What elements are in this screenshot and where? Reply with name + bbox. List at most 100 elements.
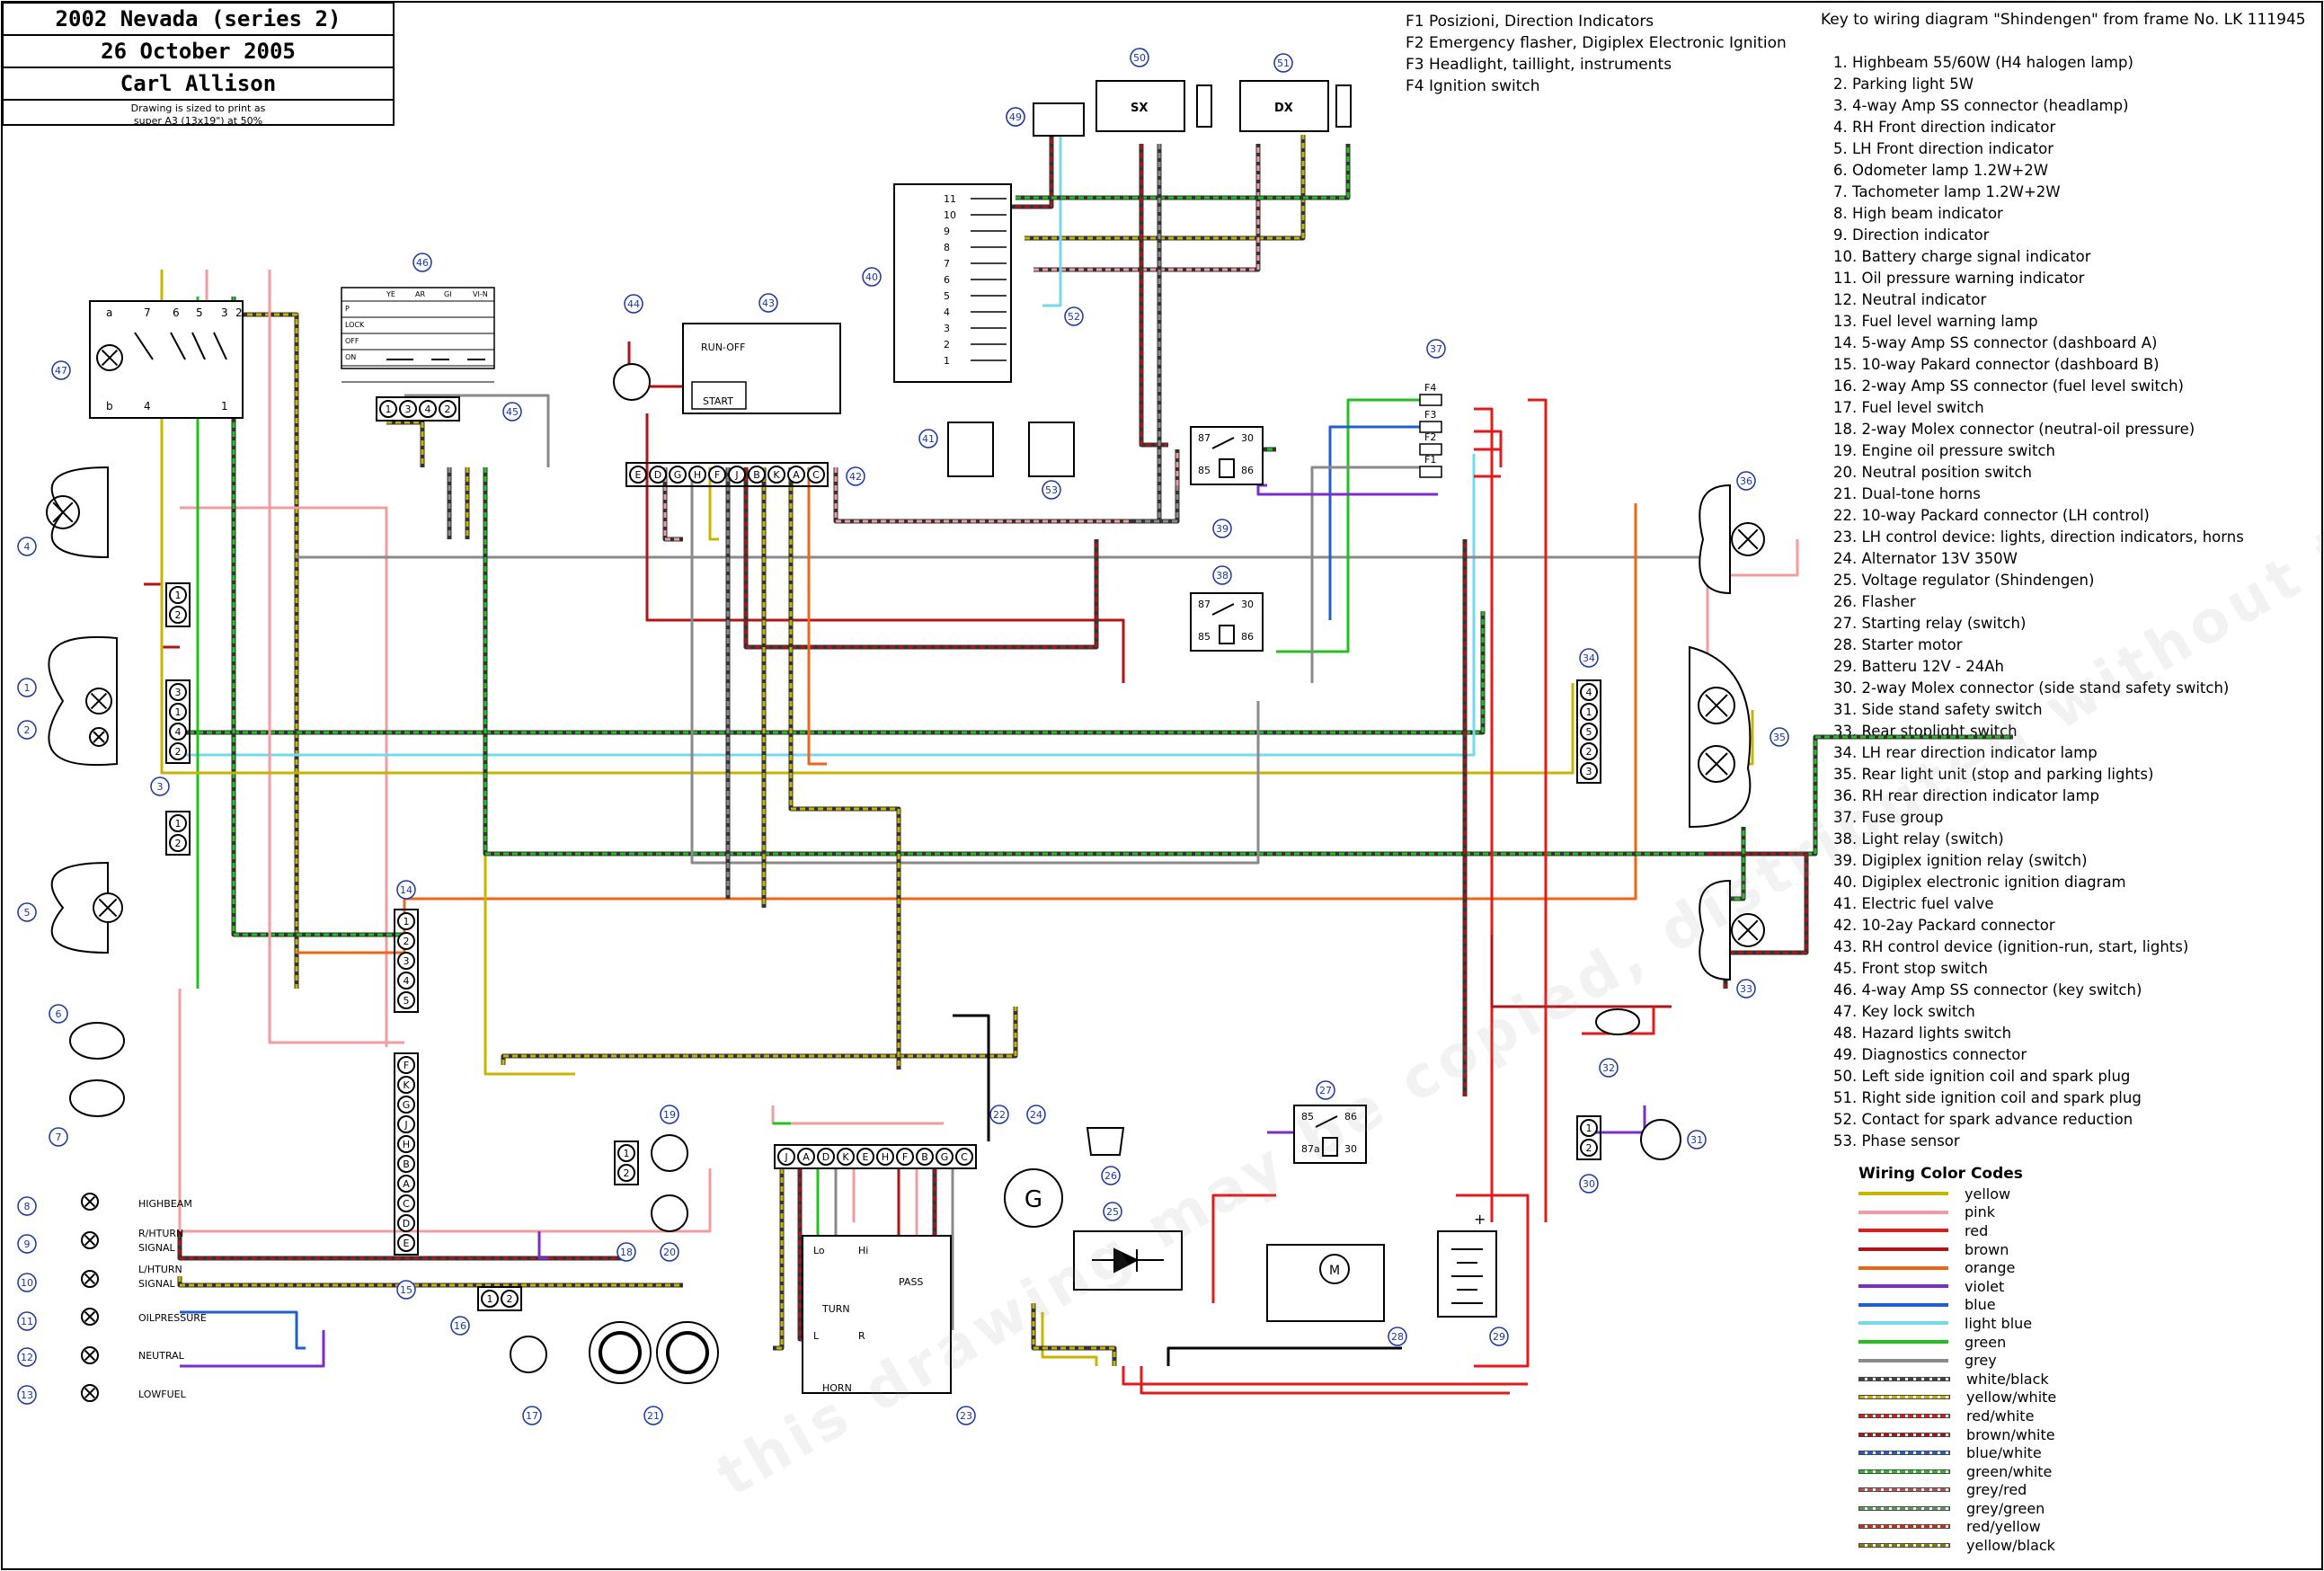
wire: [1033, 144, 1261, 272]
rh-connector-pin: [767, 466, 785, 484]
connector-pin-label: E: [635, 469, 642, 481]
indicator-label: SIGNAL: [138, 1278, 176, 1290]
connector-pin-label: G: [403, 1099, 411, 1111]
legend-swatch: [1858, 1524, 1950, 1530]
number-bubble: [616, 1242, 636, 1262]
wire: [178, 989, 712, 1233]
wire: [180, 1330, 325, 1368]
connector-pin-label: 4: [1586, 687, 1592, 698]
number-bubble-label: 16: [454, 1320, 466, 1332]
wire: [1025, 135, 1305, 240]
rear-connector-pin: [1580, 723, 1598, 741]
ignition-relay-body: [1190, 426, 1264, 485]
fuse-note-2: F2 Emergency flasher, Digiplex Electroni…: [1406, 34, 1787, 52]
number-bubble-label: 18: [620, 1247, 633, 1258]
lh-control-label: TURN: [821, 1303, 850, 1315]
neutral-switch-icon: [651, 1194, 688, 1232]
key-item: 6. Odometer lamp 1.2W+2W: [1833, 162, 2049, 179]
relay-coil: [1219, 458, 1235, 478]
legend-row: blue/white: [1858, 1443, 2056, 1462]
oil-pressure-switch-icon: [651, 1134, 688, 1172]
number-bubble-label: 4: [24, 541, 31, 553]
wire: [232, 297, 404, 936]
wire: [771, 1105, 944, 1125]
lamp-icon: [85, 688, 112, 714]
connector-pin-label: 2: [404, 936, 410, 947]
lh-front-indicator-shell: [50, 861, 109, 954]
dash-b-pin: [397, 1115, 415, 1133]
headlamp-connector-pin: [169, 742, 187, 760]
small-connector-pin: [169, 814, 187, 832]
number-bubble-label: 38: [1216, 570, 1229, 581]
legend-row: grey/red: [1858, 1481, 2056, 1500]
dash-a-pin: [397, 932, 415, 950]
number-bubble: [17, 1347, 37, 1367]
legend-swatch: [1858, 1284, 1948, 1289]
key-lock-terminal-label: 5: [196, 306, 203, 319]
number-bubble-label: 21: [647, 1410, 660, 1422]
wire: [1310, 466, 1420, 683]
key-item: 4. RH Front direction indicator: [1833, 119, 2056, 136]
right-coil-label: DX: [1274, 102, 1293, 115]
wire: [833, 449, 1180, 524]
legend-label: violet: [1965, 1277, 2005, 1295]
wire: [645, 413, 1125, 683]
connector-body: [376, 396, 460, 422]
relay-pin-label: 87: [1198, 432, 1211, 444]
key-lock-terminal-label: 6: [173, 306, 180, 319]
side-stand-switch-icon: [1640, 1119, 1681, 1160]
legend-label: grey/green: [1966, 1499, 2045, 1517]
key-item: 48. Hazard lights switch: [1833, 1025, 2012, 1042]
legend-swatch: [1858, 1247, 1948, 1252]
odometer-lamp-icon: [69, 1022, 125, 1060]
number-bubble-label: 35: [1773, 732, 1786, 743]
fuel-level-switch-icon: [510, 1336, 547, 1373]
dash-a-pin: [397, 912, 415, 930]
legend-label: white/black: [1966, 1370, 2049, 1388]
lamp-icon: [81, 1193, 99, 1211]
connector-body: [394, 1052, 419, 1256]
connector-pin-label: J: [784, 1151, 787, 1163]
legend-label: yellow: [1965, 1185, 2011, 1203]
number-bubble: [49, 1004, 68, 1024]
connector-pin-label: C: [961, 1151, 968, 1163]
number-bubble-label: 43: [762, 297, 775, 309]
wire: [386, 421, 424, 467]
connector-pin-label: 4: [425, 404, 431, 415]
connector-pin-label: F: [714, 469, 720, 481]
legend-row: green: [1858, 1333, 2056, 1352]
dash-a-pin: [397, 972, 415, 990]
number-bubble: [1388, 1327, 1407, 1346]
wire: [177, 1276, 683, 1288]
wire: [773, 1168, 784, 1350]
battery-body: [1437, 1230, 1497, 1318]
connector-body: [1576, 1115, 1601, 1160]
key-title: Key to wiring diagram "Shindengen" from …: [1821, 11, 2306, 29]
wire: [144, 582, 180, 649]
wire: [1582, 1105, 1646, 1134]
number-bubble-label: 15: [400, 1284, 412, 1296]
ignition-diagram-body: [893, 183, 1012, 383]
key-item: 9. Direction indicator: [1833, 226, 1990, 244]
key-lock-terminal-label: 7: [144, 306, 151, 319]
wire: [1042, 133, 1062, 307]
wire: [1016, 144, 1351, 200]
legend-swatch: [1858, 1543, 1950, 1549]
lh-control-label: R: [858, 1330, 865, 1342]
number-bubble-label: 8: [24, 1201, 31, 1212]
wire: [537, 1231, 548, 1260]
legend-row: light blue: [1858, 1314, 2056, 1333]
wire: [662, 467, 683, 542]
rh-connector-pin: [688, 466, 706, 484]
wire: [141, 312, 299, 989]
wire: [953, 1014, 990, 1141]
number-bubble: [846, 466, 865, 486]
ignition-pin-label: 6: [944, 274, 950, 286]
rh-connector-pin: [787, 466, 805, 484]
number-bubble-label: 19: [663, 1109, 676, 1121]
small-connector-pin: [169, 606, 187, 624]
number-bubble-label: 12: [21, 1352, 33, 1363]
rh-connector-pin: [669, 466, 687, 484]
dash-b-pin: [397, 1214, 415, 1232]
connector-pin-label: 3: [405, 404, 412, 415]
